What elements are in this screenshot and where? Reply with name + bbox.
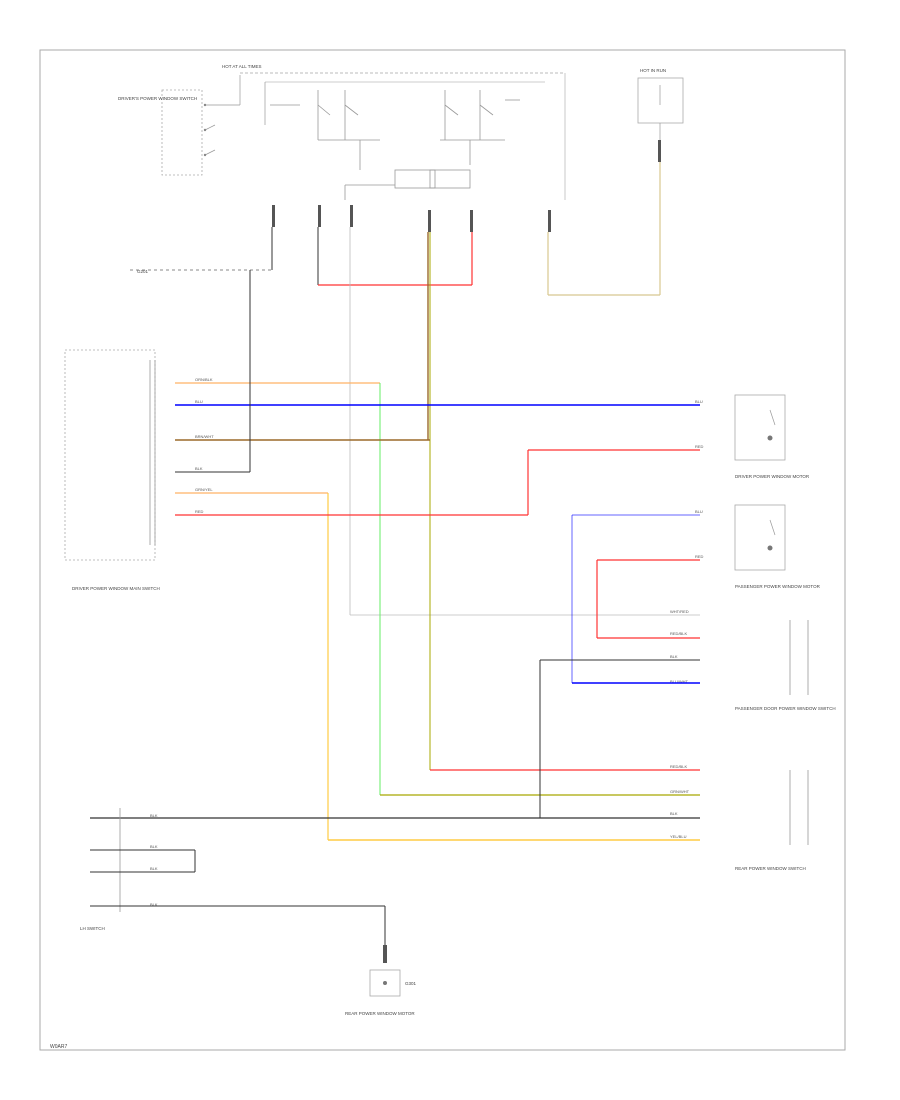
reference-number: W0AR7 — [50, 1044, 67, 1050]
driver-motor: DRIVER POWER WINDOW MOTOR — [734, 394, 810, 479]
wire-label: RED/BLK — [670, 631, 687, 636]
passenger-motor-label: PASSENGER POWER WINDOW MOTOR — [735, 584, 821, 589]
bottom-component: G301 REAR POWER WINDOW MOTOR — [345, 945, 417, 1016]
wire-label: BLK — [670, 811, 678, 816]
wire-label: BLK — [150, 844, 158, 849]
wire-label: RED/BLK — [670, 764, 687, 769]
bottom-component-label: REAR POWER WINDOW MOTOR — [345, 1011, 415, 1016]
relay-box-left: DRIVER'S POWER WINDOW SWITCH — [118, 89, 240, 176]
wire-label: BLU — [695, 509, 703, 514]
driver-motor-label: DRIVER POWER WINDOW MOTOR — [735, 474, 810, 479]
wire-label: BLK — [150, 866, 158, 871]
wire-label: BRN/WHT — [195, 434, 214, 439]
right-fuse-label: HOT IN RUN — [640, 68, 666, 73]
wire-label: BLU/WHT — [670, 679, 689, 684]
top-fuse-label: HOT AT ALL TIMES — [222, 64, 262, 69]
relay-box-label: DRIVER'S POWER WINDOW SWITCH — [118, 96, 197, 101]
top-switches — [270, 90, 520, 170]
ground-top: G201 — [130, 227, 273, 274]
wire-label: BLK — [150, 902, 158, 907]
ground-bottom-label: G301 — [405, 981, 417, 986]
top-fuse-block: HOT AT ALL TIMES — [222, 64, 566, 200]
passenger-door-switch-label: PASSENGER DOOR POWER WINDOW SWITCH — [735, 706, 836, 711]
rear-switch-label: REAR POWER WINDOW SWITCH — [735, 866, 806, 871]
wire-label: WHT/RED — [670, 609, 689, 614]
wire-label: RED — [195, 509, 204, 514]
wire-label: BLK — [195, 466, 203, 471]
wire-label: GRN/WHT — [670, 789, 690, 794]
driver-switch-wires — [175, 270, 700, 841]
wire-label: ORN/BLK — [195, 377, 213, 382]
driver-switch: DRIVER POWER WINDOW MAIN SWITCH — [64, 349, 160, 591]
top-relays — [344, 169, 471, 200]
wire-label: RED — [695, 444, 704, 449]
wire-label: BLK — [670, 654, 678, 659]
connector-plugs — [272, 140, 661, 232]
wire-label: YEL/BLU — [670, 834, 687, 839]
wire-labels: ORN/BLK BLU BRN/WHT BLK GRN/YEL RED BLU … — [150, 377, 704, 907]
rear-switch: REAR POWER WINDOW SWITCH — [735, 770, 809, 871]
passenger-door-switch: PASSENGER DOOR POWER WINDOW SWITCH — [735, 620, 836, 711]
lh-switch-label: LH SWITCH — [80, 926, 105, 931]
wire-label: BLU — [195, 399, 203, 404]
wire-label: BLK — [150, 813, 158, 818]
driver-switch-label: DRIVER POWER WINDOW MAIN SWITCH — [72, 586, 160, 591]
wire-label: GRN/YEL — [195, 487, 213, 492]
diagram-border — [39, 49, 846, 1051]
passenger-motor: PASSENGER POWER WINDOW MOTOR — [734, 504, 821, 589]
lh-switch: LH SWITCH — [80, 808, 700, 945]
wire-label: BLU — [695, 399, 703, 404]
wire-label: RED — [695, 554, 704, 559]
ground-top-label: G201 — [137, 269, 149, 274]
